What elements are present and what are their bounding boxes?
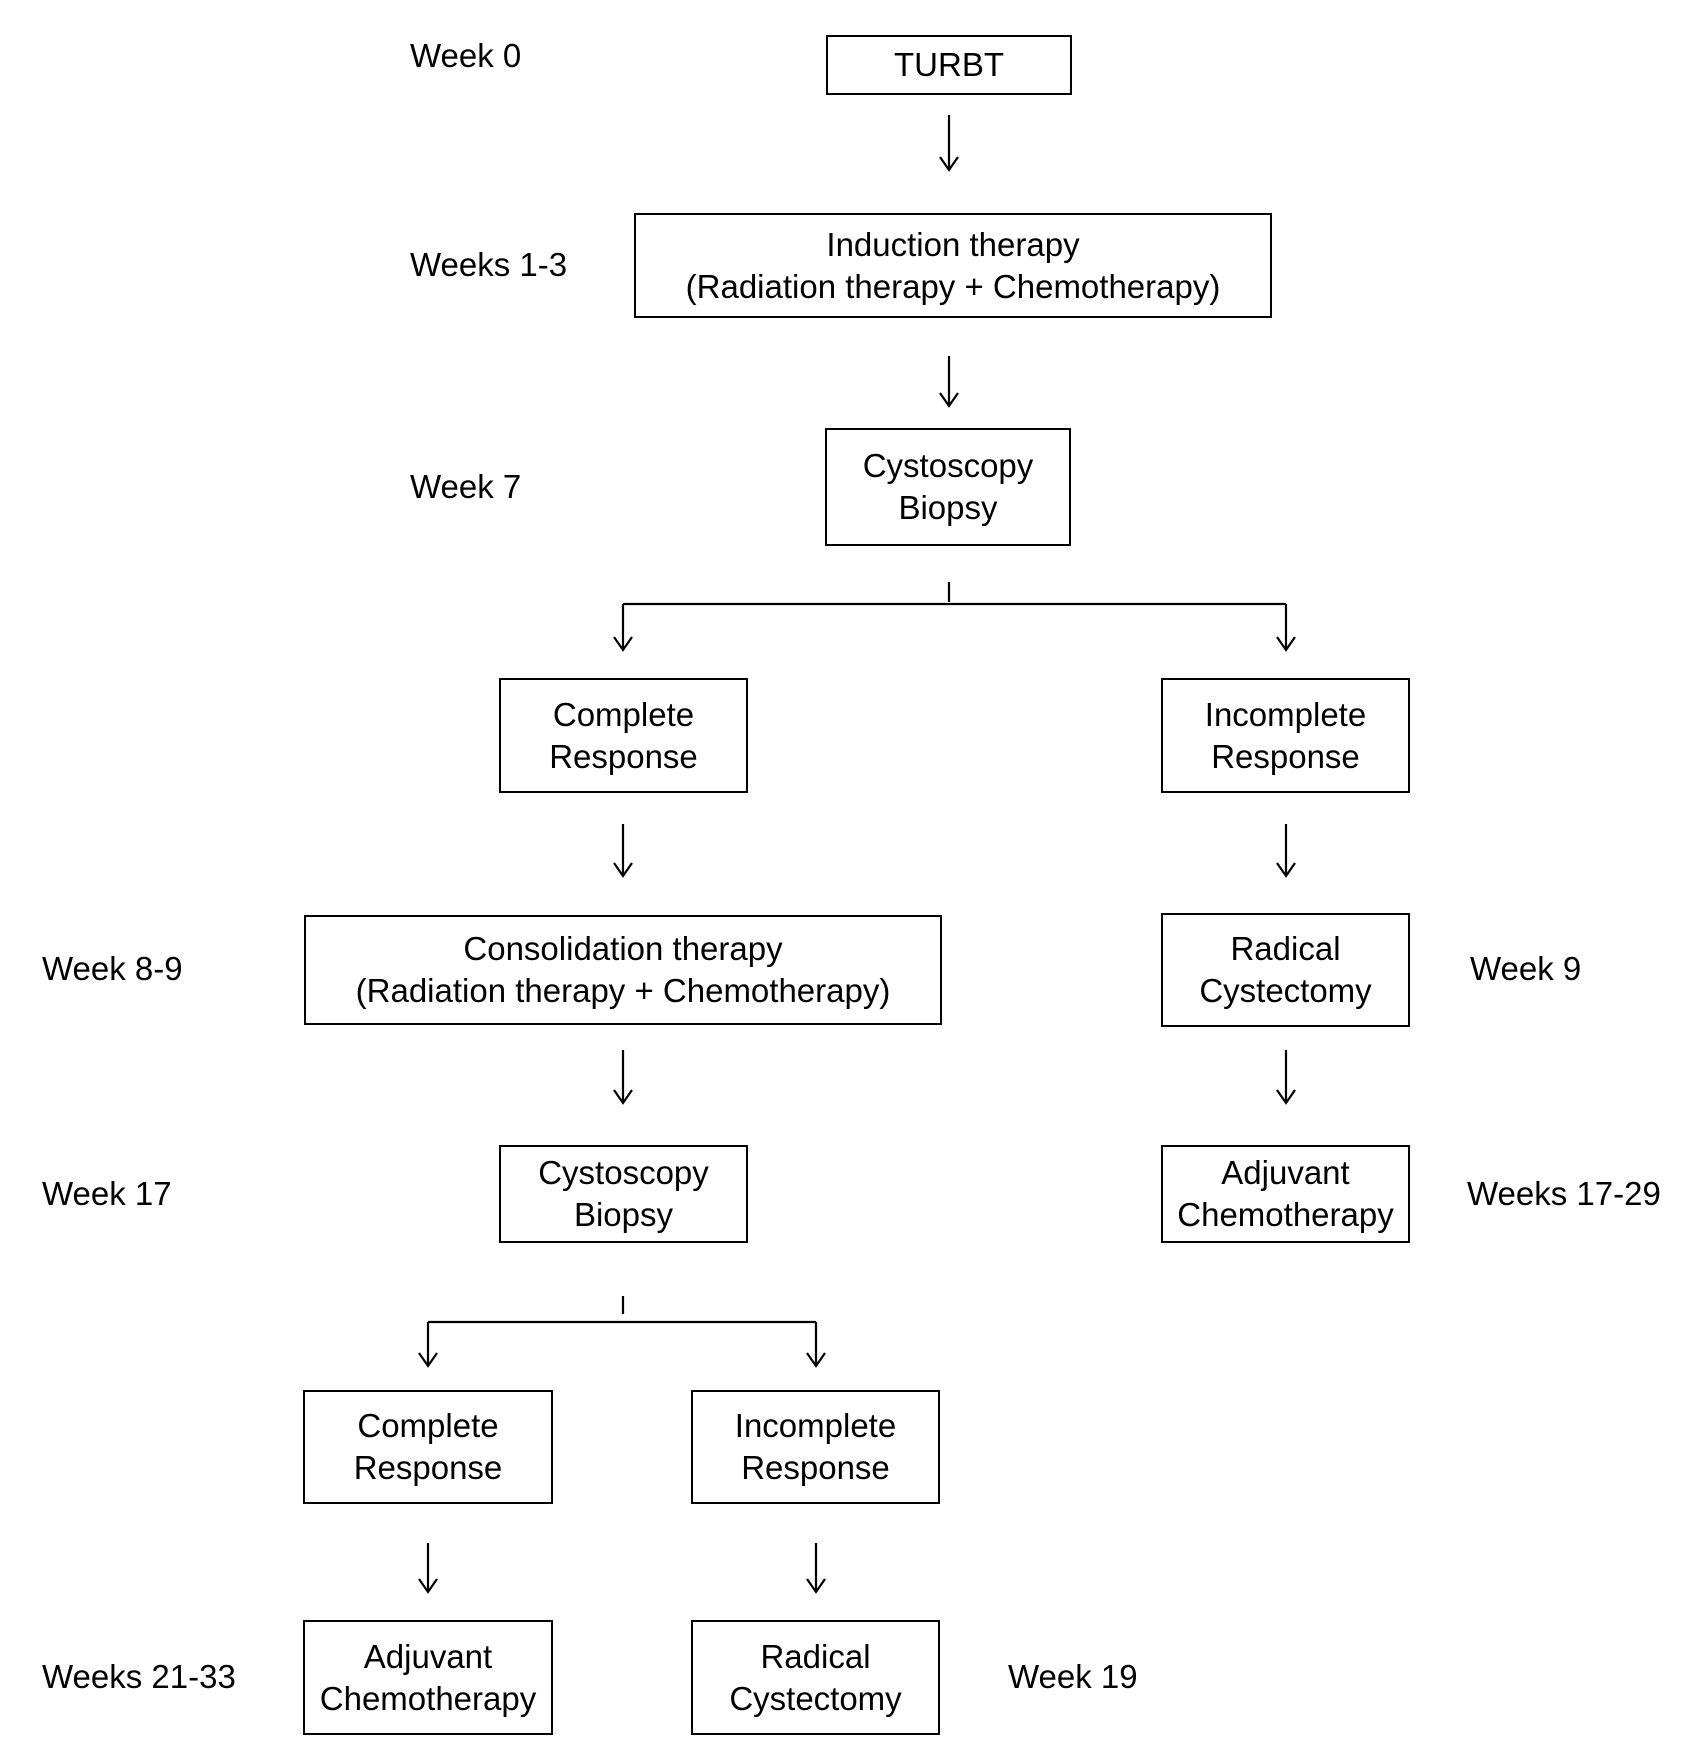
arrow-induction-to-cystoscopy	[939, 356, 959, 408]
timeline-label-weeks1-3: Weeks 1-3	[410, 246, 568, 283]
node-radical-cystectomy-2: Radical Cystectomy	[691, 1620, 940, 1735]
node-complete-response-1: Complete Response	[499, 678, 748, 793]
node-adjuvant-chemotherapy-2: Adjuvant Chemotherapy	[303, 1620, 553, 1735]
node-cystoscopy-biopsy-1: Cystoscopy Biopsy	[825, 428, 1071, 546]
node-adjuvant-chemotherapy-1: Adjuvant Chemotherapy	[1161, 1145, 1410, 1243]
arrow-incomplete1-to-radical	[1276, 824, 1296, 878]
node-consolidation-line1: Consolidation therapy	[463, 930, 783, 967]
arrow-complete2-to-adjuvant2	[418, 1543, 438, 1594]
node-complete1-line1: Complete	[552, 695, 695, 733]
timeline-label-week17: Week 17	[42, 1175, 172, 1212]
node-radical2-line2: Cystectomy	[729, 1679, 902, 1717]
node-complete2-line1: Complete	[357, 1407, 499, 1444]
timeline-label-week9: Week 9	[1470, 950, 1582, 987]
node-complete2-line2: Response	[353, 1449, 503, 1486]
branch-split-cystoscopy1	[613, 582, 1296, 652]
node-induction-line2: (Radiation therapy + Chemotherapy)	[685, 267, 1221, 305]
timeline-label-week0: Week 0	[410, 37, 522, 74]
timeline-label-weeks21-33: Weeks 21-33	[42, 1658, 236, 1695]
node-incomplete2-line2: Response	[741, 1449, 890, 1486]
node-adjuvant1-line2: Chemotherapy	[1177, 1196, 1394, 1233]
node-incomplete2-line1: Incomplete	[734, 1407, 897, 1444]
node-cystoscopy1-line2: Biopsy	[898, 489, 998, 526]
node-induction-line1: Induction therapy	[826, 225, 1080, 263]
node-turbt-label: TURBT	[894, 46, 1004, 83]
node-adjuvant2-line1: Adjuvant	[363, 1637, 493, 1675]
node-cystoscopy2-line2: Biopsy	[573, 1196, 674, 1233]
node-incomplete1-line1: Incomplete	[1204, 695, 1367, 733]
arrow-radical1-to-adjuvant1	[1276, 1050, 1296, 1105]
node-cystoscopy1-line1: Cystoscopy	[862, 447, 1034, 484]
timeline-label-weeks17-29: Weeks 17-29	[1467, 1175, 1661, 1212]
node-radical1-line2: Cystectomy	[1199, 972, 1372, 1009]
node-complete-response-2: Complete Response	[303, 1390, 553, 1504]
node-consolidation-therapy: Consolidation therapy (Radiation therapy…	[304, 915, 942, 1025]
node-radical1-line1: Radical	[1230, 930, 1341, 967]
node-incomplete-response-1: Incomplete Response	[1161, 678, 1410, 793]
branch-split-cystoscopy2	[418, 1296, 826, 1368]
timeline-label-week7: Week 7	[410, 468, 522, 505]
timeline-label-week8-9: Week 8-9	[42, 950, 183, 987]
arrow-complete1-to-consolidation	[613, 824, 633, 878]
node-radical2-line1: Radical	[760, 1637, 871, 1675]
node-complete1-line2: Response	[549, 737, 698, 775]
node-adjuvant1-line1: Adjuvant	[1221, 1154, 1350, 1191]
node-adjuvant2-line2: Chemotherapy	[319, 1679, 537, 1717]
node-consolidation-line2: (Radiation therapy + Chemotherapy)	[355, 972, 891, 1009]
node-incomplete-response-2: Incomplete Response	[691, 1390, 940, 1504]
arrow-consolidation-to-cystoscopy2	[613, 1050, 633, 1105]
node-cystoscopy-biopsy-2: Cystoscopy Biopsy	[499, 1145, 748, 1243]
node-induction-therapy: Induction therapy (Radiation therapy + C…	[634, 213, 1272, 318]
timeline-label-week19: Week 19	[1008, 1658, 1138, 1695]
node-cystoscopy2-line1: Cystoscopy	[538, 1154, 709, 1191]
arrow-turbt-to-induction	[939, 115, 959, 172]
arrow-incomplete2-to-radical2	[806, 1543, 826, 1594]
node-radical-cystectomy-1: Radical Cystectomy	[1161, 913, 1410, 1027]
node-turbt: TURBT	[826, 35, 1072, 95]
node-incomplete1-line2: Response	[1211, 737, 1360, 775]
